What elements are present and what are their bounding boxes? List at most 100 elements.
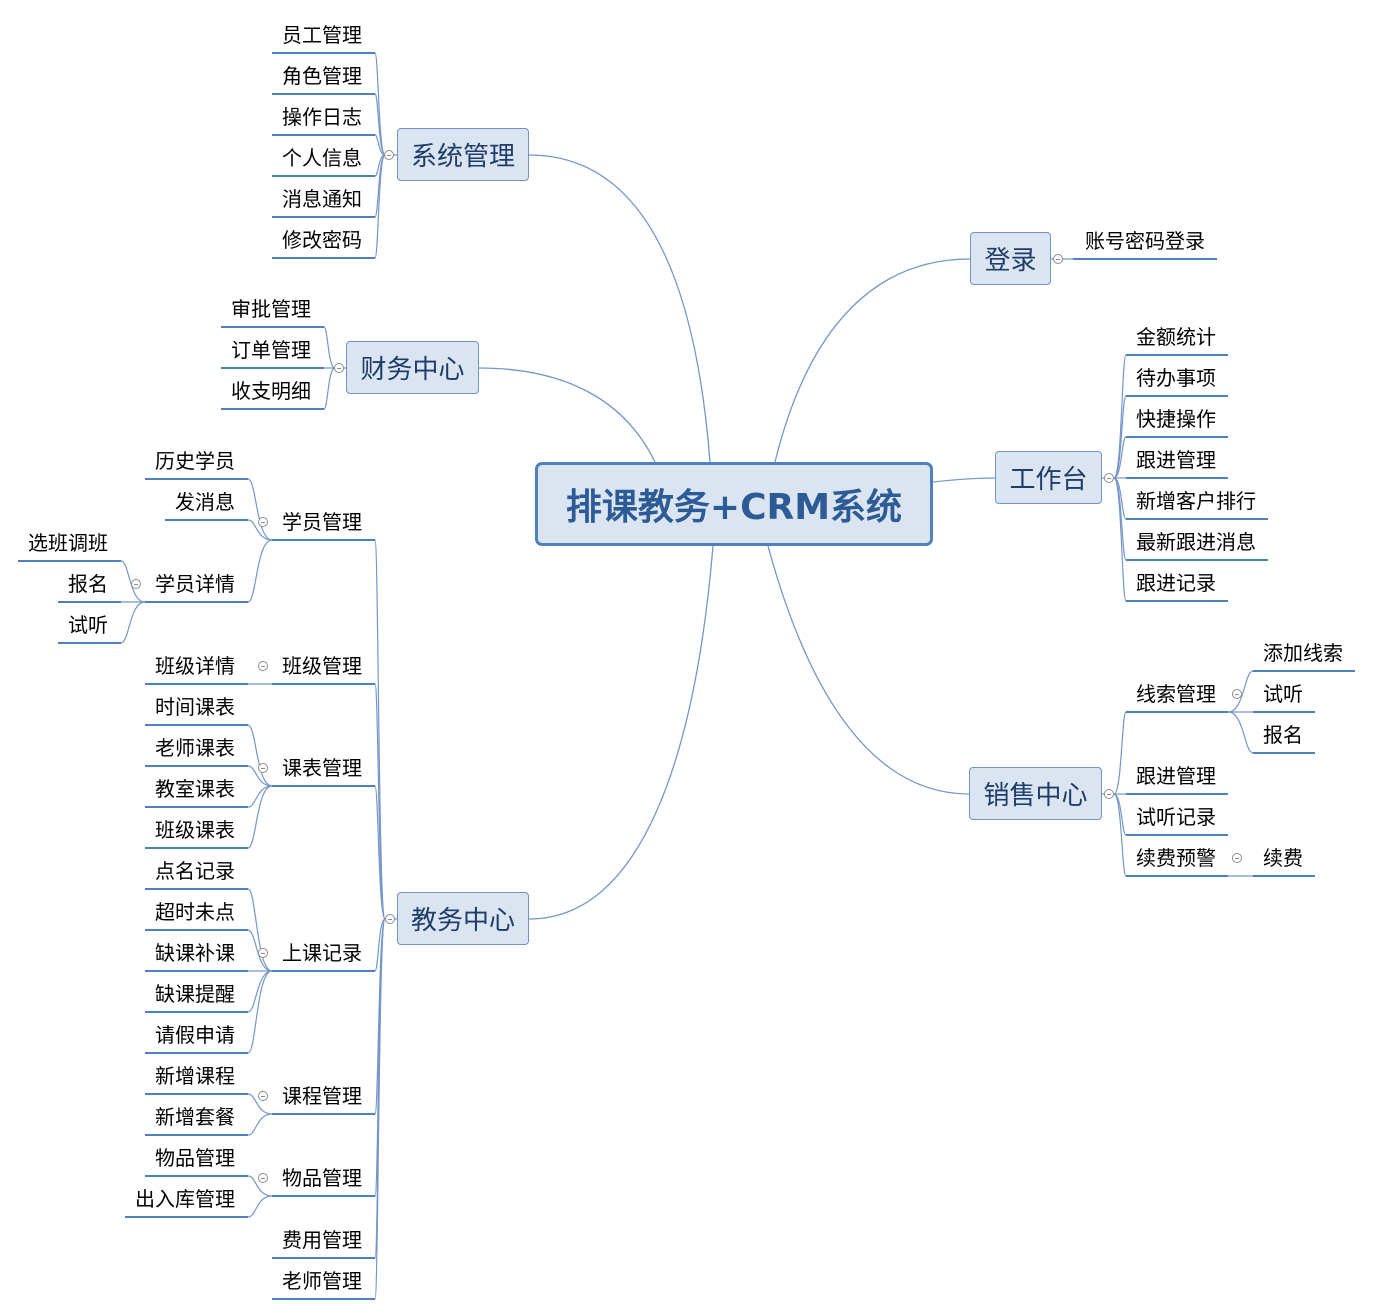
sales-connector-4 bbox=[1113, 793, 1127, 877]
timetable-management-connector-1 bbox=[247, 724, 273, 787]
new-customer-ranking-topic: 新增客户排行 bbox=[1126, 484, 1268, 520]
lead-management-collapse-icon[interactable] bbox=[1232, 689, 1242, 699]
class-selection-transfer-topic: 选班调班 bbox=[18, 526, 121, 562]
academic-center-branch: 教务中心 bbox=[397, 892, 529, 945]
workbench-branch-line bbox=[932, 477, 996, 483]
class-timetable-topic: 班级课表 bbox=[145, 813, 248, 849]
attendance-records-collapse-icon[interactable] bbox=[258, 948, 268, 958]
leave-request-topic: 请假申请 bbox=[145, 1018, 248, 1054]
attendance-records-connector-2 bbox=[247, 929, 273, 972]
roll-call-records-topic: 点名记录 bbox=[145, 854, 248, 890]
class-management-collapse-icon[interactable] bbox=[258, 661, 268, 671]
student-management-collapse-icon[interactable] bbox=[258, 517, 268, 527]
timetable-management-connector-4 bbox=[247, 785, 273, 849]
student-management-connector-2 bbox=[247, 519, 273, 541]
goods-item-management-topic: 物品管理 bbox=[145, 1141, 248, 1177]
sales-collapse-icon[interactable] bbox=[1104, 789, 1114, 799]
goods-management-topic: 物品管理 bbox=[272, 1161, 375, 1197]
academic-branch-line bbox=[528, 545, 714, 920]
timetable-management-connector-2 bbox=[247, 765, 273, 787]
course-management-topic: 课程管理 bbox=[272, 1079, 375, 1115]
income-expense-details-topic: 收支明细 bbox=[221, 374, 324, 410]
course-management-collapse-icon[interactable] bbox=[258, 1091, 268, 1101]
student-management-connector-1 bbox=[247, 478, 273, 541]
timetable-management-topic: 课表管理 bbox=[272, 751, 375, 787]
add-lead-topic: 添加线索 bbox=[1253, 636, 1355, 672]
teacher-timetable-topic: 老师课表 bbox=[145, 731, 248, 767]
quick-actions-topic: 快捷操作 bbox=[1126, 402, 1228, 438]
send-message-topic: 发消息 bbox=[165, 485, 248, 521]
class-management-topic: 班级管理 bbox=[272, 649, 375, 685]
class-details-topic: 班级详情 bbox=[145, 649, 248, 685]
finance-collapse-icon[interactable] bbox=[334, 363, 344, 373]
goods-management-connector-1 bbox=[247, 1175, 273, 1197]
system-management-branch: 系统管理 bbox=[397, 128, 529, 181]
workbench-follow-up-management-topic: 跟进管理 bbox=[1126, 443, 1228, 479]
workbench-connector-3 bbox=[1113, 436, 1127, 479]
fee-management-topic: 费用管理 bbox=[272, 1223, 375, 1259]
finance-center-branch: 财务中心 bbox=[346, 341, 479, 394]
timetable-management-collapse-icon[interactable] bbox=[258, 763, 268, 773]
account-password-login-topic: 账号密码登录 bbox=[1073, 224, 1217, 260]
operation-log-topic: 操作日志 bbox=[272, 100, 375, 136]
academic-connector-3 bbox=[374, 785, 386, 920]
attendance-records-connector-1 bbox=[247, 888, 273, 972]
attendance-records-connector-5 bbox=[247, 970, 273, 1054]
system-collapse-icon[interactable] bbox=[384, 150, 394, 160]
renewal-topic: 续费 bbox=[1253, 841, 1315, 877]
goods-management-collapse-icon[interactable] bbox=[258, 1173, 268, 1183]
lead-management-topic: 线索管理 bbox=[1126, 677, 1228, 713]
lead-management-connector-1 bbox=[1227, 670, 1254, 713]
renewal-alert-topic: 续费预警 bbox=[1126, 841, 1228, 877]
absence-reminder-topic: 缺课提醒 bbox=[145, 977, 248, 1013]
workbench-connector-1 bbox=[1113, 354, 1127, 479]
student-details-collapse-icon[interactable] bbox=[131, 579, 141, 589]
system-branch-line bbox=[528, 154, 711, 463]
enrollment-topic: 报名 bbox=[58, 567, 121, 603]
approval-management-topic: 审批管理 bbox=[221, 292, 324, 328]
login-collapse-icon[interactable] bbox=[1053, 254, 1063, 264]
academic-connector-4 bbox=[374, 918, 386, 972]
academic-collapse-icon[interactable] bbox=[385, 914, 395, 924]
employee-management-topic: 员工管理 bbox=[272, 18, 375, 54]
sales-follow-up-management-topic: 跟进管理 bbox=[1126, 759, 1228, 795]
academic-connector-8 bbox=[374, 918, 386, 1300]
renewal-alert-collapse-icon[interactable] bbox=[1232, 853, 1242, 863]
central-topic: 排课教务+CRM系统 bbox=[535, 462, 933, 546]
time-timetable-topic: 时间课表 bbox=[145, 690, 248, 726]
trial-records-topic: 试听记录 bbox=[1126, 800, 1228, 836]
system-connector-6 bbox=[374, 154, 386, 259]
student-details-topic: 学员详情 bbox=[145, 567, 248, 603]
order-management-topic: 订单管理 bbox=[221, 333, 324, 369]
teacher-management-topic: 老师管理 bbox=[272, 1264, 375, 1300]
attendance-records-connector-4 bbox=[247, 970, 273, 1013]
latest-follow-up-messages-topic: 最新跟进消息 bbox=[1126, 525, 1268, 561]
finance-branch-line bbox=[478, 367, 656, 463]
workbench-branch: 工作台 bbox=[995, 451, 1102, 504]
workbench-collapse-icon[interactable] bbox=[1104, 473, 1114, 483]
role-management-topic: 角色管理 bbox=[272, 59, 375, 95]
sales-connector-1 bbox=[1113, 711, 1127, 795]
follow-up-records-topic: 跟进记录 bbox=[1126, 566, 1228, 602]
lead-management-connector-3 bbox=[1227, 711, 1254, 754]
login-branch-line bbox=[774, 258, 971, 463]
workbench-connector-7 bbox=[1113, 477, 1127, 602]
student-history-topic: 历史学员 bbox=[145, 444, 248, 480]
lead-trial-topic: 试听 bbox=[1253, 677, 1315, 713]
sales-center-branch: 销售中心 bbox=[969, 767, 1102, 820]
message-notification-topic: 消息通知 bbox=[272, 182, 375, 218]
amount-statistics-topic: 金额统计 bbox=[1126, 320, 1228, 356]
finance-connector-3 bbox=[323, 367, 336, 410]
student-management-connector-3 bbox=[247, 539, 273, 603]
change-password-topic: 修改密码 bbox=[272, 223, 375, 259]
student-management-topic: 学员管理 bbox=[272, 505, 375, 541]
sales-branch-line bbox=[767, 545, 970, 795]
student-details-connector-1 bbox=[120, 560, 146, 603]
login-branch: 登录 bbox=[970, 232, 1051, 285]
system-connector-3 bbox=[374, 134, 386, 156]
makeup-lesson-topic: 缺课补课 bbox=[145, 936, 248, 972]
system-connector-2 bbox=[374, 93, 386, 156]
course-management-connector-1 bbox=[247, 1093, 273, 1115]
lead-enrollment-topic: 报名 bbox=[1253, 718, 1315, 754]
add-course-topic: 新增课程 bbox=[145, 1059, 248, 1095]
